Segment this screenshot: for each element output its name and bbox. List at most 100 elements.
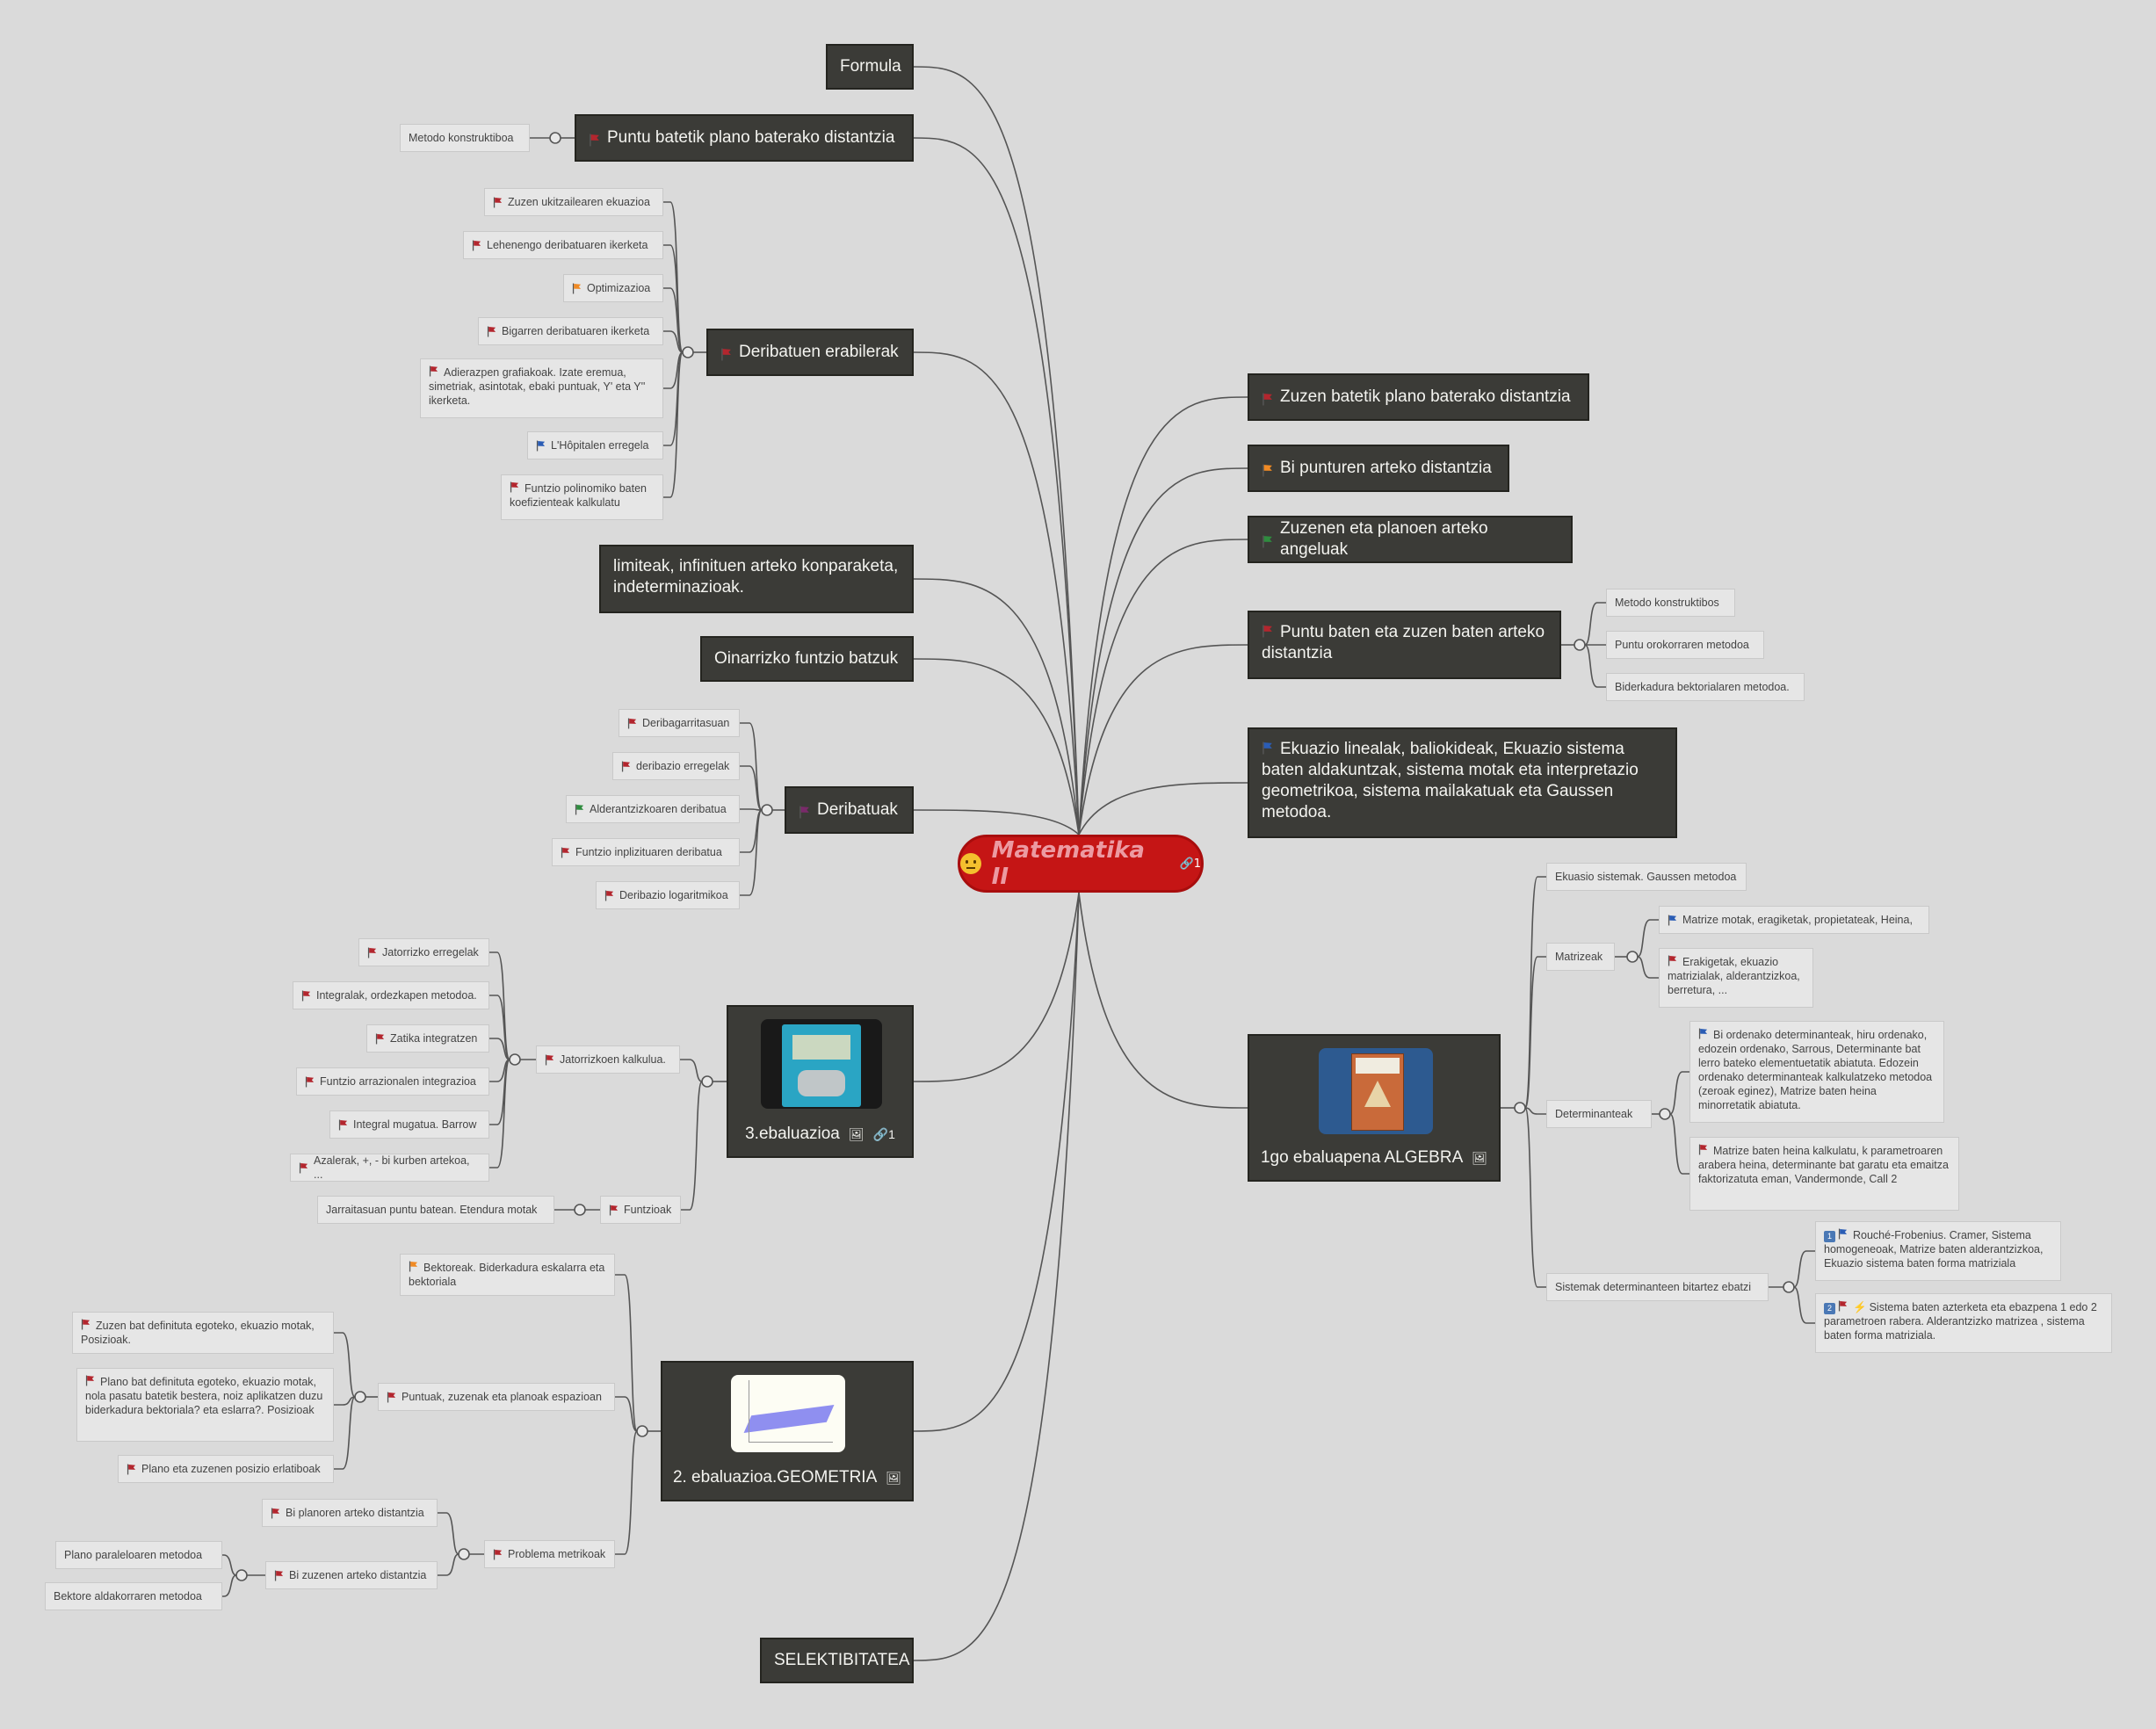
branch-collapse-toggle[interactable] <box>574 1204 586 1216</box>
subtopic-item[interactable]: Zuzen ukitzailearen ekuazioa <box>484 188 663 216</box>
topic-algebra[interactable]: 1go ebaluapena ALGEBRA🖼 <box>1248 1034 1501 1182</box>
connector-line <box>740 765 763 811</box>
image-icon[interactable]: 🖼 <box>886 1471 902 1485</box>
branch-collapse-toggle[interactable] <box>682 346 694 358</box>
root-topic[interactable]: Matematika II 🔗1 <box>958 835 1204 893</box>
branch-collapse-toggle[interactable] <box>1514 1102 1526 1114</box>
subtopic-item[interactable]: Funtzio arrazionalen integrazioa <box>296 1067 489 1096</box>
subtopic-jatorrizkoen-kalkulua[interactable]: Jatorrizkoen kalkulua. <box>536 1045 680 1074</box>
topic-puntu-zuzen[interactable]: Puntu baten eta zuzen baten arteko dista… <box>1248 611 1561 679</box>
topic-ekuazio-linealak[interactable]: Ekuazio linealak, baliokideak, Ekuazio s… <box>1248 727 1677 838</box>
subtopic-item[interactable]: Zuzen bat definituta egoteko, ekuazio mo… <box>72 1312 334 1354</box>
flag-icon <box>472 240 481 251</box>
topic-puntu-plano[interactable]: Puntu batetik plano baterako distantzia <box>575 114 914 162</box>
geometry-plane-image[interactable] <box>731 1375 845 1452</box>
subtopic-label: Sistemak determinanteen bitartez ebatzi <box>1555 1281 1752 1293</box>
subtopic-item[interactable]: Adierazpen grafiakoak. Izate eremua, sim… <box>420 358 663 418</box>
subtopic-item[interactable]: Plano eta zuzenen posizio erlatiboak <box>118 1455 334 1483</box>
link-icon[interactable]: 🔗1 <box>872 1127 895 1141</box>
subtopic-item[interactable]: Bi ordenako determinanteak, hiru ordenak… <box>1689 1021 1944 1123</box>
branch-collapse-toggle[interactable] <box>1783 1281 1795 1293</box>
topic-2-ebaluazioa-geometria[interactable]: 2. ebaluazioa.GEOMETRIA🖼 <box>661 1361 914 1501</box>
subtopic-bi-zuzenen[interactable]: Bi zuzenen arteko distantzia <box>265 1561 438 1589</box>
subtopic-item[interactable]: Deribazio logaritmikoa <box>596 881 740 909</box>
subtopic-item[interactable]: Zatika integratzen <box>366 1024 489 1053</box>
branch-collapse-toggle[interactable] <box>636 1425 648 1437</box>
subtopic-item[interactable]: Integralak, ordezkapen metodoa. <box>293 981 489 1009</box>
topic-angeluak[interactable]: Zuzenen eta planoen arteko angeluak <box>1248 516 1573 563</box>
subtopic-item[interactable]: Lehenengo deribatuaren ikerketa <box>463 231 663 259</box>
subtopic-item[interactable]: Funtzio inplizituaren deribatua <box>552 838 740 866</box>
subtopic-item[interactable]: Biderkadura bektorialaren metodoa. <box>1606 673 1805 701</box>
subtopic-gauss[interactable]: Ekuasio sistemak. Gaussen metodoa <box>1546 863 1747 891</box>
subtopic-label: Zuzen ukitzailearen ekuazioa <box>508 196 650 208</box>
subtopic-item[interactable]: Plano paraleloaren metodoa <box>55 1541 222 1569</box>
subtopic-item[interactable]: Puntu orokorraren metodoa <box>1606 631 1764 659</box>
topic-formula[interactable]: Formula <box>826 44 914 90</box>
branch-collapse-toggle[interactable] <box>458 1548 470 1560</box>
topic-3-ebaluazioa[interactable]: 3.ebaluazioa🖼🔗1 <box>727 1005 914 1158</box>
subtopic-item[interactable]: Integral mugatua. Barrow <box>329 1110 489 1139</box>
topic-label: Zuzen batetik plano baterako distantzia <box>1280 387 1571 406</box>
branch-collapse-toggle[interactable] <box>509 1053 521 1066</box>
subtopic-item[interactable]: Matrize baten heina kalkulatu, k paramet… <box>1689 1137 1959 1211</box>
subtopic-metodo-konstruktiboa[interactable]: Metodo konstruktiboa <box>400 124 530 152</box>
topic-oinarrizko-funtzioak[interactable]: Oinarrizko funtzio batzuk <box>700 636 914 682</box>
subtopic-item[interactable]: Plano bat definituta egoteko, ekuazio mo… <box>76 1368 334 1442</box>
topic-deribatuak[interactable]: Deribatuak <box>785 786 914 834</box>
flag-icon <box>545 1054 554 1066</box>
book-cover-image[interactable] <box>761 1019 882 1109</box>
image-icon[interactable]: 🖼 <box>1472 1151 1488 1165</box>
branch-collapse-toggle[interactable] <box>761 804 773 816</box>
subtopic-label: Bektore aldakorraren metodoa <box>54 1590 202 1602</box>
subtopic-item[interactable]: Matrize motak, eragiketak, propietateak,… <box>1659 906 1929 934</box>
branch-collapse-toggle[interactable] <box>701 1075 713 1088</box>
subtopic-funtzioak[interactable]: Funtzioak <box>600 1196 681 1224</box>
subtopic-label: Plano paraleloaren metodoa <box>64 1549 203 1561</box>
subtopic-item[interactable]: Funtzio polinomiko baten koefizienteak k… <box>501 474 663 520</box>
topic-selektibitatea[interactable]: SELEKTIBITATEA <box>760 1638 914 1683</box>
topic-deribatuen-erabilerak[interactable]: Deribatuen erabilerak <box>706 329 914 376</box>
branch-collapse-toggle[interactable] <box>1574 639 1586 651</box>
subtopic-item[interactable]: Erakigetak, ekuazio matrizialak, alderan… <box>1659 948 1813 1008</box>
subtopic-bektoreak[interactable]: Bektoreak. Biderkadura eskalarra eta bek… <box>400 1254 615 1296</box>
topic-bi-punturen[interactable]: Bi punturen arteko distantzia <box>1248 445 1509 492</box>
subtopic-item[interactable]: Bigarren deribatuaren ikerketa <box>478 317 663 345</box>
subtopic-item[interactable]: Bektore aldakorraren metodoa <box>45 1582 222 1610</box>
topic-label: Deribatuen erabilerak <box>739 343 899 361</box>
subtopic-sistemak[interactable]: Sistemak determinanteen bitartez ebatzi <box>1546 1273 1769 1301</box>
link-icon[interactable]: 🔗1 <box>1179 857 1201 871</box>
subtopic-item[interactable]: Azalerak, +, - bi kurben artekoa, ... <box>290 1154 489 1182</box>
main-branch-line <box>913 658 1080 836</box>
subtopic-item[interactable]: Bi planoren arteko distantzia <box>262 1499 438 1527</box>
subtopic-matrizeak[interactable]: Matrizeak <box>1546 943 1615 971</box>
branch-collapse-toggle[interactable] <box>235 1569 248 1581</box>
connector-line <box>1793 1250 1815 1288</box>
subtopic-determinanteak[interactable]: Determinanteak <box>1546 1100 1652 1128</box>
subtopic-puntuak-zuzenak-planoak[interactable]: Puntuak, zuzenak eta planoak espazioan <box>378 1383 615 1411</box>
subtopic-item[interactable]: L'Hôpitalen erregela <box>527 431 663 459</box>
flag-icon <box>1838 1228 1848 1240</box>
branch-collapse-toggle[interactable] <box>354 1391 366 1403</box>
branch-collapse-toggle[interactable] <box>549 132 561 144</box>
subtopic-item[interactable]: Optimizazioa <box>563 274 663 302</box>
topic-limiteak[interactable]: limiteak, infinituen arteko konparaketa,… <box>599 545 914 613</box>
subtopic-item[interactable]: Deribagarritasuan <box>619 709 740 737</box>
algebra-book-image[interactable] <box>1319 1048 1433 1134</box>
branch-collapse-toggle[interactable] <box>1626 951 1639 963</box>
subtopic-item[interactable]: Jatorrizko erregelak <box>358 938 489 966</box>
subtopic-item[interactable]: Metodo konstruktibos <box>1606 589 1735 617</box>
topic-zuzen-plano[interactable]: Zuzen batetik plano baterako distantzia <box>1248 373 1589 421</box>
subtopic-item[interactable]: deribazio erregelak <box>612 752 740 780</box>
topic-label: Ekuazio linealak, baliokideak, Ekuazio s… <box>1262 740 1639 821</box>
subtopic-item[interactable]: 2⚡Sistema baten azterketa eta ebazpena 1… <box>1815 1293 2112 1353</box>
subtopic-item[interactable]: Jarraitasuan puntu batean. Etendura mota… <box>317 1196 554 1224</box>
flag-icon <box>493 197 503 208</box>
subtopic-problema-metrikoak[interactable]: Problema metrikoak <box>484 1540 615 1568</box>
image-icon[interactable]: 🖼 <box>848 1127 865 1141</box>
subtopic-item[interactable]: Alderantzizkoaren deribatua <box>566 795 740 823</box>
subtopic-label: Adierazpen grafiakoak. Izate eremua, sim… <box>429 366 646 407</box>
branch-collapse-toggle[interactable] <box>1659 1108 1671 1120</box>
subtopic-label: Funtzio polinomiko baten koefizienteak k… <box>510 482 647 509</box>
